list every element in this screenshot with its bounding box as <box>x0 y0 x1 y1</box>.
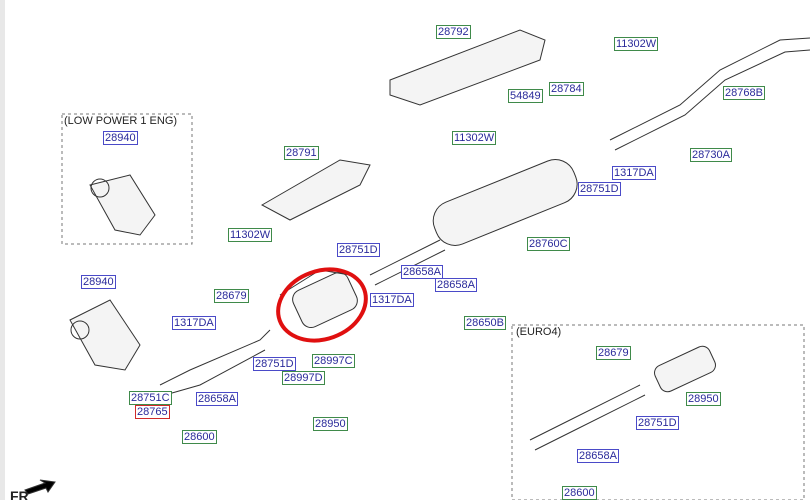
low-power-note: (LOW POWER 1 ENG) <box>64 115 178 127</box>
catalytic-converter-top <box>89 174 156 236</box>
part-label[interactable]: 28658A <box>435 278 477 292</box>
part-label[interactable]: 28792 <box>436 25 471 39</box>
part-label[interactable]: 28751C <box>129 391 172 405</box>
part-label[interactable]: 1317DA <box>612 166 656 180</box>
part-label[interactable]: 28751D <box>337 243 380 257</box>
part-label[interactable]: 28751D <box>636 416 679 430</box>
front-indicator: FR <box>10 488 29 500</box>
highlight-circle <box>276 267 368 343</box>
euro4-front-pipe <box>529 384 646 451</box>
part-label[interactable]: 11302W <box>452 131 497 145</box>
part-label[interactable]: 28600 <box>562 486 597 500</box>
part-label[interactable]: 11302W <box>228 228 273 242</box>
heat-shield-rear <box>389 29 546 106</box>
part-label[interactable]: 1317DA <box>370 293 414 307</box>
euro4-group-box <box>511 324 805 500</box>
part-label[interactable]: 28658A <box>401 265 443 279</box>
part-label[interactable]: 28997D <box>282 371 325 385</box>
part-label[interactable]: 28600 <box>182 430 217 444</box>
part-label[interactable]: 28751D <box>253 357 296 371</box>
part-label[interactable]: 28765 <box>135 405 170 419</box>
euro4-converter <box>654 345 716 393</box>
part-label[interactable]: 28950 <box>686 392 721 406</box>
part-label[interactable]: 1317DA <box>172 316 216 330</box>
part-label[interactable]: 28679 <box>596 346 631 360</box>
part-label[interactable]: 11302W <box>614 37 659 51</box>
tail-pipe <box>609 37 810 151</box>
part-label[interactable]: 28940 <box>103 131 138 145</box>
dpf-unit <box>292 271 358 329</box>
part-label[interactable]: 28679 <box>214 289 249 303</box>
part-label[interactable]: 28997C <box>312 354 355 368</box>
part-label[interactable]: 28650B <box>464 316 506 330</box>
catalytic-converter <box>69 299 141 371</box>
low-power-group-box <box>61 113 193 245</box>
part-label[interactable]: 28791 <box>284 146 319 160</box>
left-border <box>0 0 5 500</box>
euro4-note: (EURO4) <box>516 326 562 338</box>
part-label[interactable]: 54849 <box>508 89 543 103</box>
part-label[interactable]: 28760C <box>527 237 570 251</box>
part-label[interactable]: 28950 <box>313 417 348 431</box>
heat-shield-center <box>260 159 371 221</box>
front-pipe <box>159 329 271 396</box>
part-label[interactable]: 28768B <box>723 86 765 100</box>
part-label[interactable]: 28658A <box>577 449 619 463</box>
front-arrow-icon <box>24 479 56 495</box>
part-label[interactable]: 28784 <box>549 82 584 96</box>
part-label[interactable]: 28730A <box>690 148 732 162</box>
part-label[interactable]: 28751D <box>578 182 621 196</box>
muffler <box>432 159 578 246</box>
part-label[interactable]: 28940 <box>81 275 116 289</box>
part-label[interactable]: 28658A <box>196 392 238 406</box>
